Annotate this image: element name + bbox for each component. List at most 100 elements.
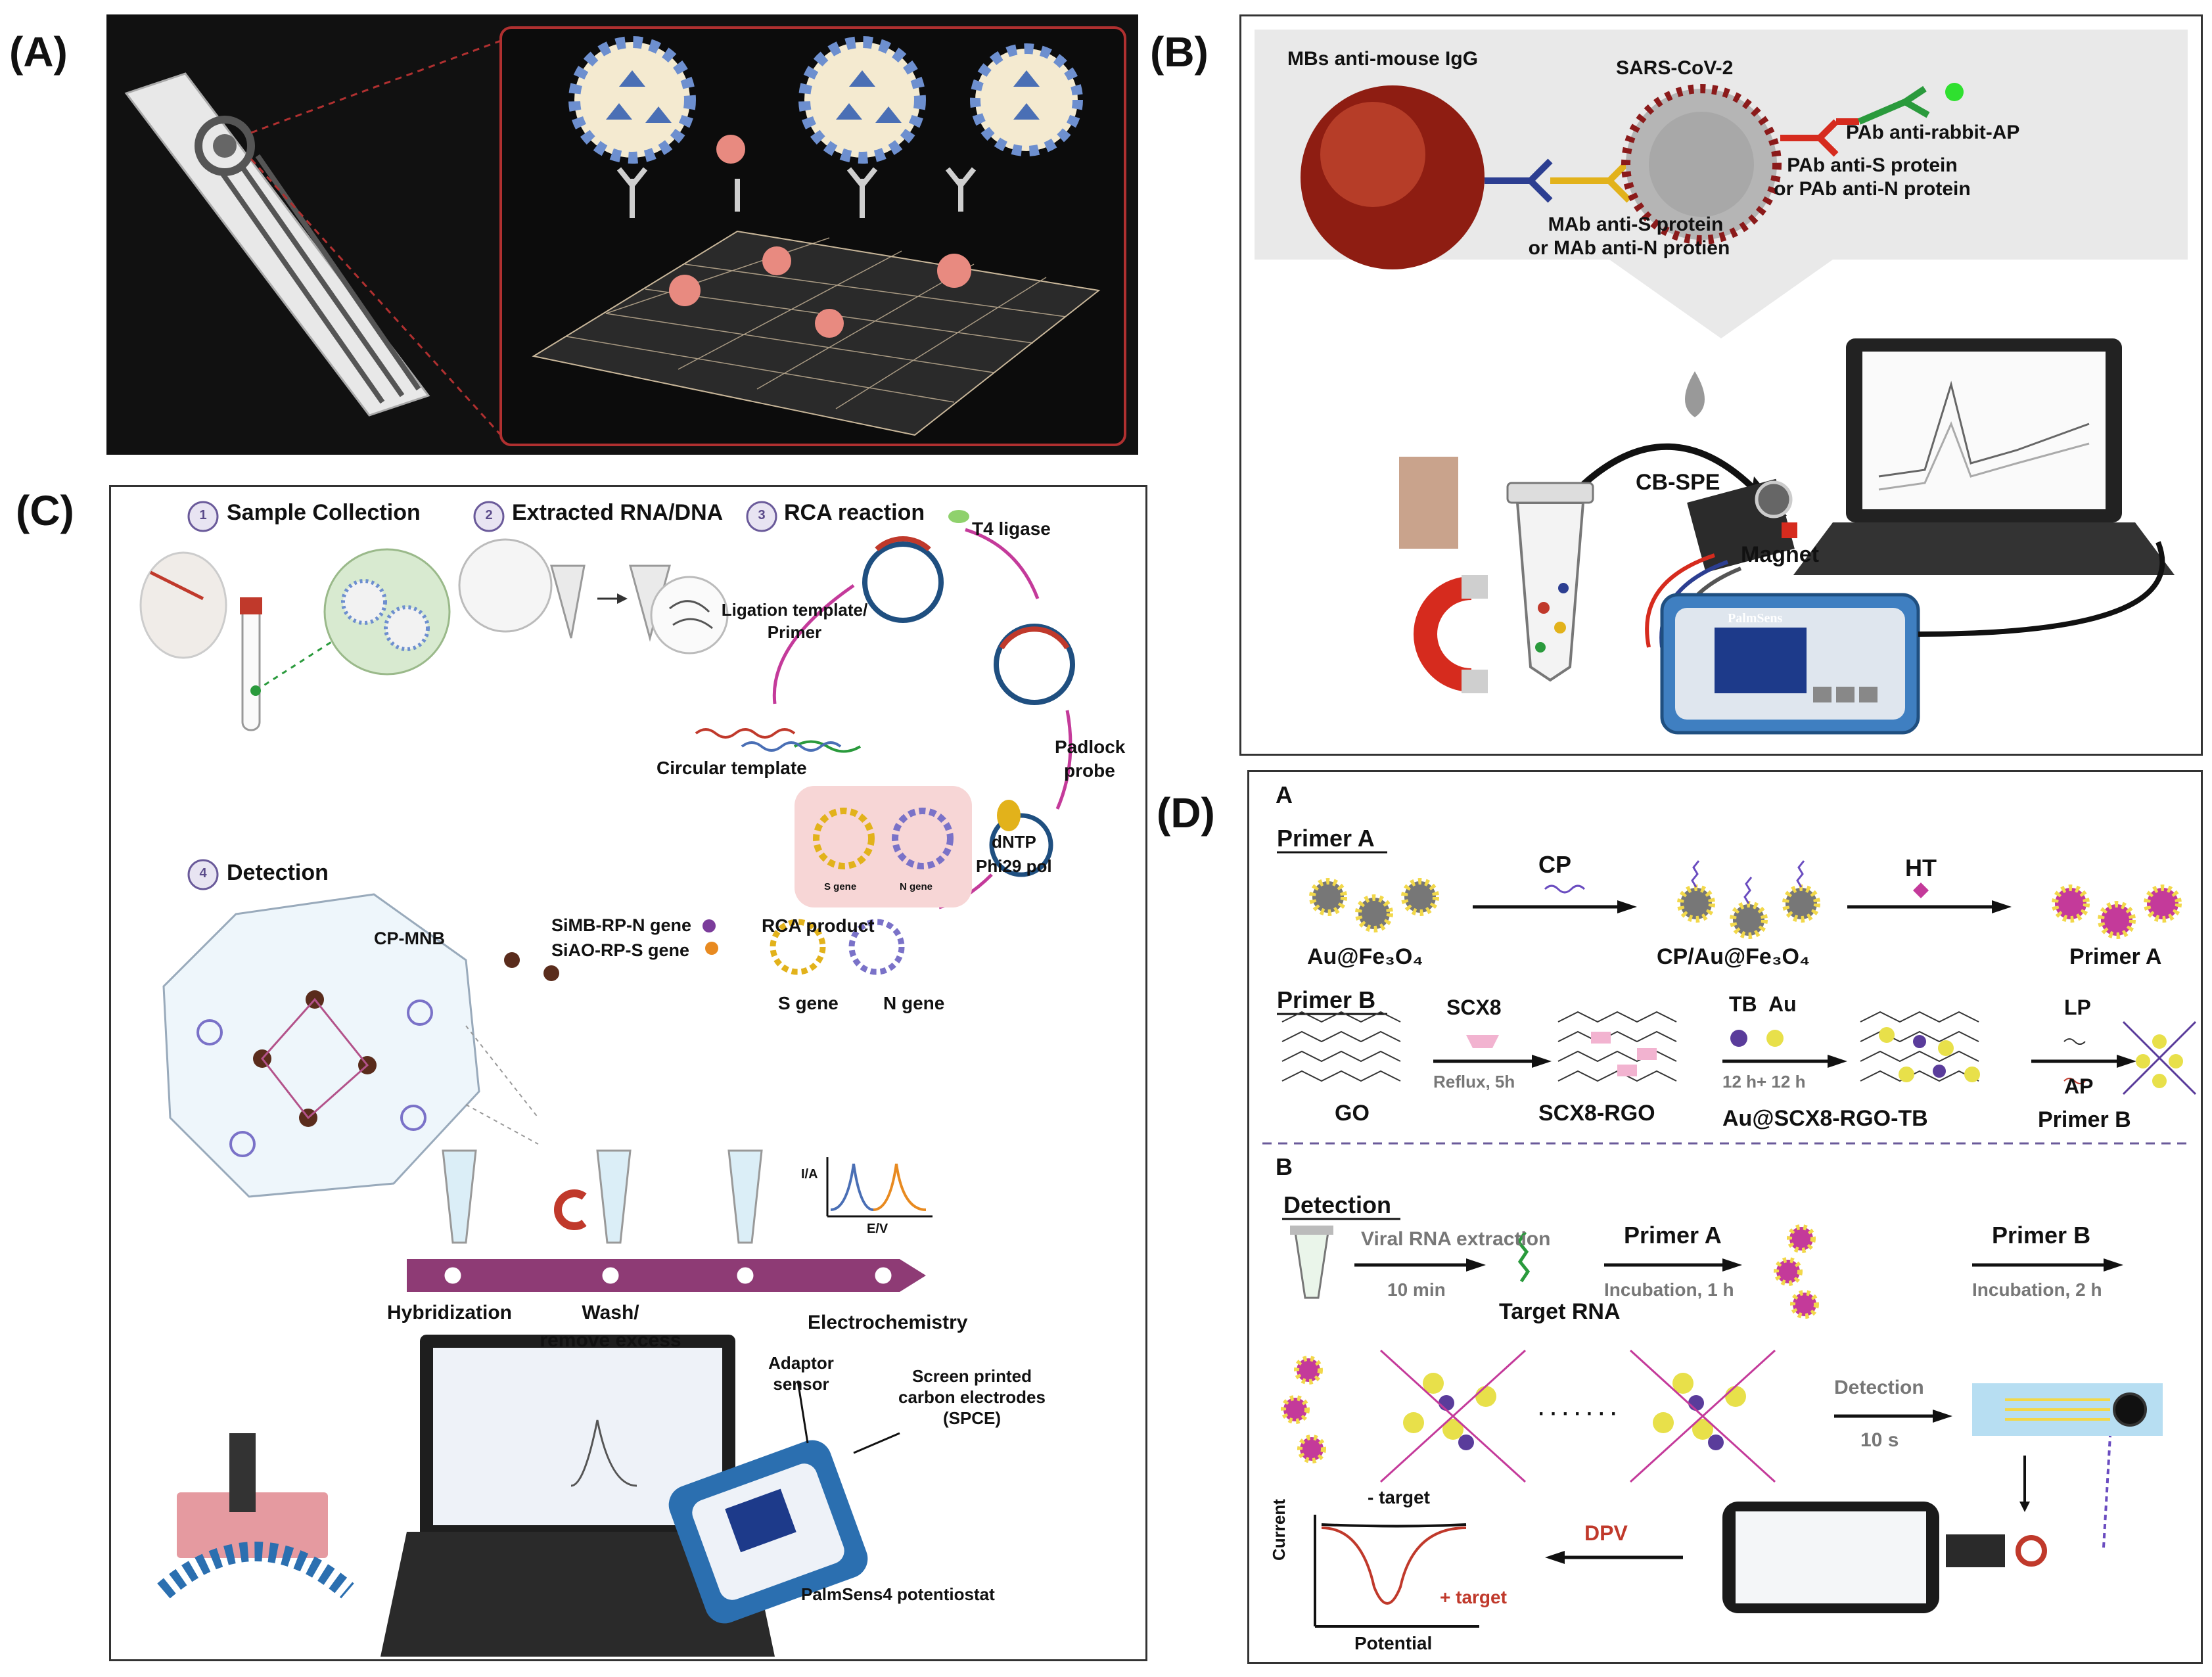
plus-target-curve bbox=[1321, 1527, 1467, 1605]
continuation-dots: · · · · · · · bbox=[1538, 1403, 1617, 1425]
panel-b: MBs anti-mouse IgG SARS-CoV-2 PAb anti-r… bbox=[1239, 14, 2203, 756]
ap-label: AP bbox=[2064, 1074, 2094, 1098]
step-1-number: 1 bbox=[199, 508, 207, 522]
au-icon bbox=[1766, 1030, 1784, 1047]
au-fe-label: Au@Fe₃O₄ bbox=[1307, 944, 1423, 969]
minus-target-label: - target bbox=[1368, 1487, 1430, 1507]
time-12h-label: 12 h+ 12 h bbox=[1722, 1072, 1806, 1091]
panel-c: Sample Collection Extracted RNA/DNA RCA … bbox=[109, 485, 1147, 1661]
panel-label-c: (C) bbox=[16, 487, 74, 534]
viral-rna-label: Viral RNA extraction bbox=[1361, 1228, 1551, 1250]
laptop-base bbox=[1793, 522, 2175, 575]
target-rna-label: Target RNA bbox=[1499, 1299, 1621, 1324]
step-1-label: Sample Collection bbox=[227, 500, 421, 525]
panel-d: A Primer A CP HT Au@Fe₃O₄ CP/Au@Fe₃O₄ Pr… bbox=[1247, 770, 2203, 1664]
panel-d-illustration bbox=[1262, 851, 2197, 1628]
mab-s-label: MAb anti-S protein bbox=[1548, 214, 1724, 235]
tb-label: TB bbox=[1729, 992, 1757, 1016]
scx8-icon bbox=[1466, 1035, 1499, 1048]
n-gene-label: N gene bbox=[883, 993, 945, 1013]
spce-label-3: (SPCE) bbox=[942, 1408, 1002, 1428]
go-sheet bbox=[1281, 1011, 1401, 1082]
palmsens4-label: PalmSens4 potentiostat bbox=[801, 1584, 995, 1604]
s-gene-small-label: S gene bbox=[824, 881, 857, 892]
dpv-label: DPV bbox=[1584, 1521, 1628, 1545]
adaptor-label: Adaptor bbox=[768, 1353, 834, 1373]
n-gene-small-label: N gene bbox=[900, 881, 933, 892]
virus-particle bbox=[970, 43, 1083, 156]
lp-label: LP bbox=[2064, 996, 2091, 1019]
cb-spe-label: CB-SPE bbox=[1636, 470, 1720, 495]
au-scx8-rgo-tb-sheet bbox=[1860, 1011, 1979, 1082]
magnet-label: Magnet bbox=[1741, 542, 1819, 567]
panel-label-b: (B) bbox=[1150, 28, 1209, 76]
primer-a-step-label: Primer A bbox=[1624, 1222, 1722, 1249]
scx8-rgo-label: SCX8-RGO bbox=[1538, 1101, 1655, 1126]
ia-axis-label: I/A bbox=[801, 1167, 818, 1182]
go-label: GO bbox=[1335, 1101, 1370, 1126]
phi29-label: Phi29 pol bbox=[976, 856, 1052, 876]
panel-c-illustration bbox=[139, 501, 1075, 1657]
plus-target-label: + target bbox=[1440, 1587, 1507, 1607]
current-axis-label: Current bbox=[1269, 1499, 1289, 1561]
antibody bbox=[616, 167, 977, 218]
rca-product-label: RCA product bbox=[762, 915, 875, 936]
scx8-label: SCX8 bbox=[1446, 996, 1502, 1019]
primer-b-label: Primer B bbox=[2038, 1107, 2131, 1132]
tip-rack bbox=[177, 1492, 328, 1558]
virus-particle bbox=[798, 36, 926, 164]
section-a-label: A bbox=[1276, 781, 1293, 808]
cp-mnb-label: CP-MNB bbox=[374, 929, 445, 948]
rna-tube bbox=[1294, 1231, 1329, 1299]
hybridization-label: Hybridization bbox=[387, 1302, 513, 1323]
detection-title: Detection bbox=[1283, 1191, 1392, 1218]
mbs-label: MBs anti-mouse IgG bbox=[1287, 48, 1479, 70]
mab-n-label: or MAb anti-N protien bbox=[1528, 237, 1730, 259]
scx8-rgo-sheet bbox=[1557, 1011, 1677, 1082]
incubation-2h-label: Incubation, 2 h bbox=[1972, 1279, 2102, 1300]
device-screen bbox=[1715, 628, 1807, 693]
mab-antibody bbox=[1485, 158, 1553, 203]
probe-label: probe bbox=[1064, 760, 1115, 781]
minus-target-curve bbox=[1321, 1523, 1467, 1528]
remove-excess-label: remove excess bbox=[540, 1329, 681, 1351]
cp-au-fe-particles bbox=[1677, 884, 1820, 939]
primer-a-title: Primer A bbox=[1277, 825, 1375, 852]
cp-mnb-icon bbox=[504, 952, 520, 968]
process-arrow bbox=[407, 1259, 926, 1292]
step-2-badge bbox=[473, 501, 505, 532]
sandwich-complex-2 bbox=[1629, 1349, 1776, 1483]
circular-template-label: Circular template bbox=[657, 758, 807, 778]
ap-label-dot bbox=[1945, 83, 1964, 101]
ht-icon bbox=[1913, 883, 1929, 898]
detection-tube bbox=[442, 1149, 477, 1244]
ligation-label: Ligation template/ bbox=[721, 600, 868, 620]
rca-circle-2 bbox=[994, 624, 1075, 705]
wash-label: Wash/ bbox=[582, 1302, 639, 1323]
primer-b-step-label: Primer B bbox=[1992, 1222, 2091, 1249]
incubation-1h-label: Incubation, 1 h bbox=[1604, 1279, 1734, 1300]
ev-axis-label: E/V bbox=[867, 1222, 888, 1236]
potential-axis-label: Potential bbox=[1354, 1633, 1433, 1653]
ht-label: HT bbox=[1905, 854, 1937, 881]
patient-head bbox=[139, 551, 227, 659]
panel-a bbox=[106, 14, 1138, 455]
pab-n-label: or PAb anti-N protein bbox=[1774, 178, 1971, 200]
virus-particle bbox=[568, 36, 696, 164]
target-rna-icon bbox=[1516, 1231, 1531, 1283]
spce-label-2: carbon electrodes bbox=[898, 1387, 1046, 1407]
pab-s-label: PAb anti-S protein bbox=[1787, 154, 1958, 176]
cp-label: CP bbox=[1538, 851, 1572, 878]
cp-au-fe-label: CP/Au@Fe₃O₄ bbox=[1657, 944, 1810, 969]
panel-label-d: (D) bbox=[1157, 789, 1215, 837]
pab-antibody bbox=[1780, 118, 1859, 157]
detection-tube bbox=[554, 1149, 632, 1244]
device-brand-label: PalmSens bbox=[1728, 611, 1783, 626]
dntp-label: dNTP bbox=[992, 832, 1036, 852]
magnet-marker bbox=[1782, 522, 1797, 538]
au-label: Au bbox=[1768, 992, 1797, 1016]
simb-label: SiMB-RP-N gene bbox=[551, 915, 692, 935]
sars-label: SARS-CoV-2 bbox=[1616, 57, 1734, 79]
primer-a-bound bbox=[1774, 1224, 1819, 1319]
au-scx8-rgo-tb-label: Au@SCX8-RGO-TB bbox=[1722, 1106, 1928, 1131]
